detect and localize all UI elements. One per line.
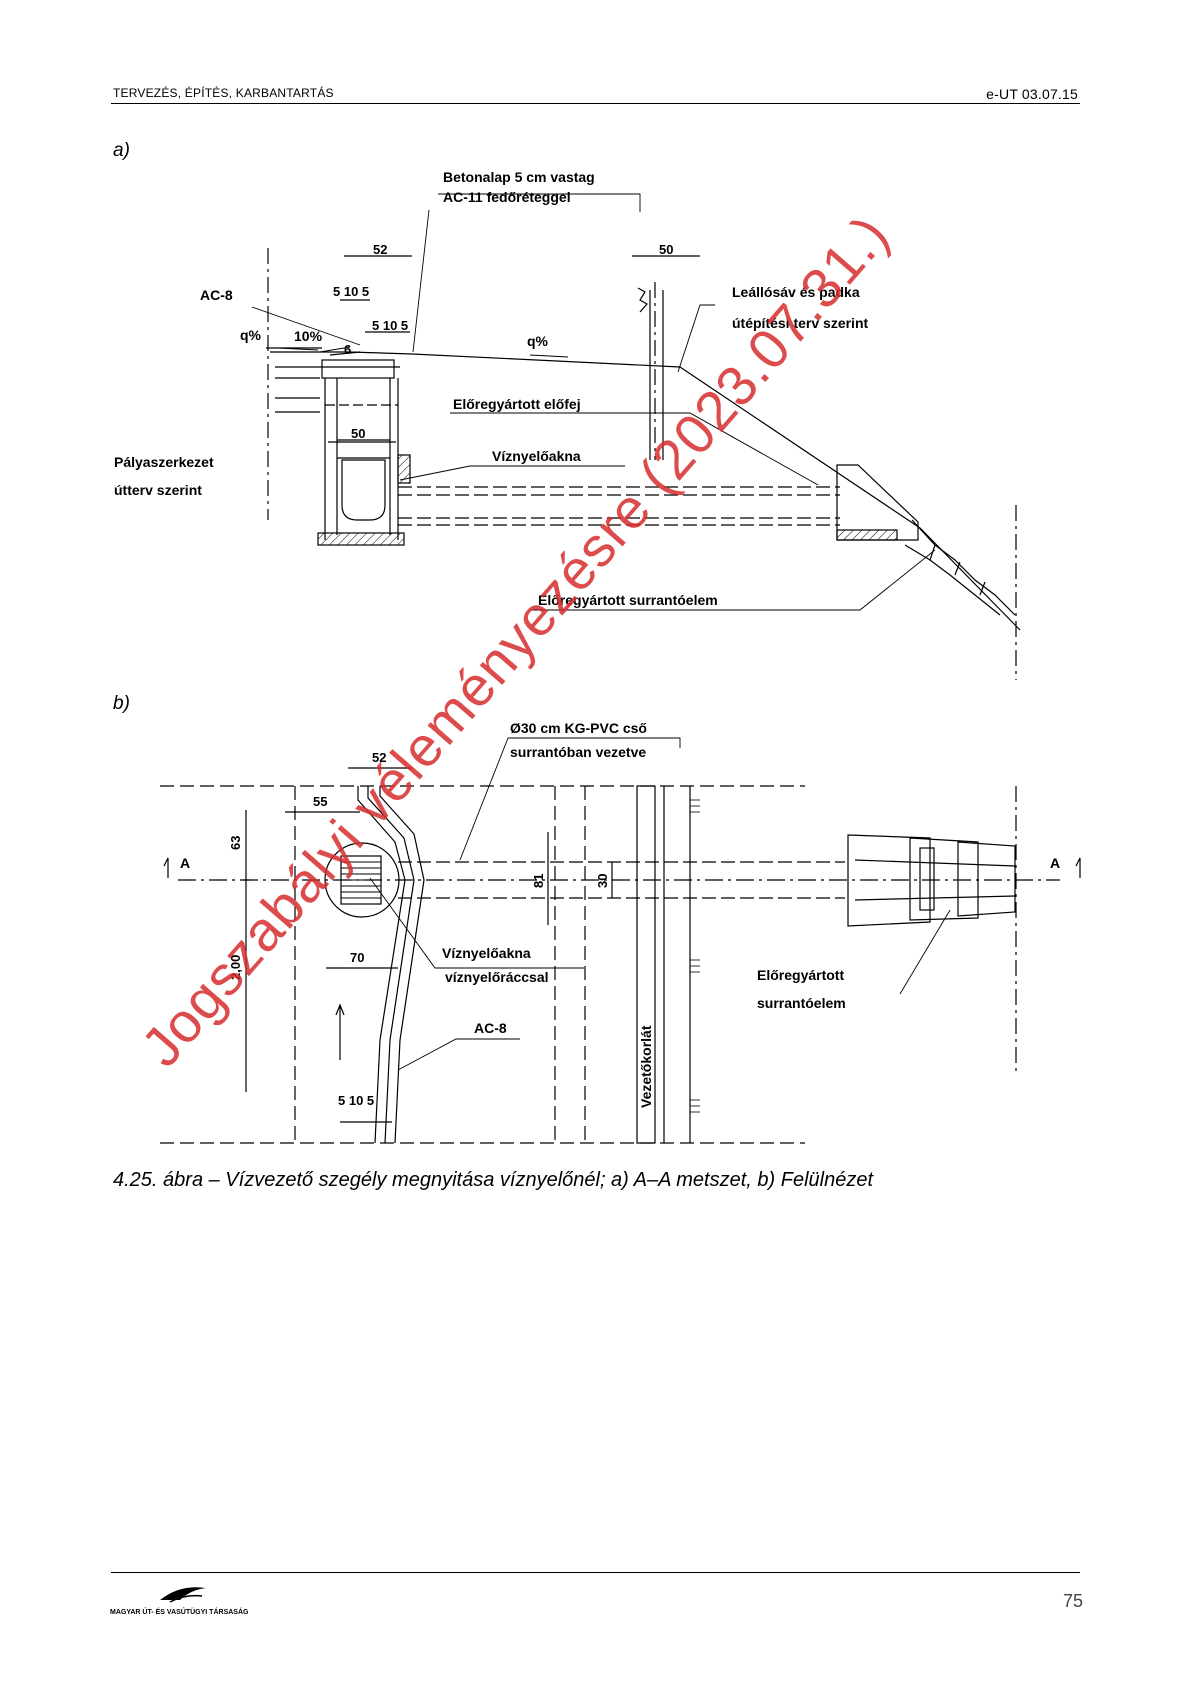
- figure-a-section: [251, 193, 1021, 680]
- chamber-base: [317, 532, 405, 546]
- logo-text: MAGYAR ÚT- ÉS VASÚTÜGYI TÁRSASÁG: [110, 1607, 249, 1616]
- leader-ac8-b: [397, 1038, 520, 1071]
- label-vezetokorlat: Vezetőkorlát: [638, 1025, 654, 1108]
- figure-caption: 4.25. ábra – Vízvezető szegély megnyitás…: [113, 1169, 874, 1191]
- dim-50-shaft: 50: [351, 426, 365, 441]
- society-logo: MAGYAR ÚT- ÉS VASÚTÜGYI TÁRSASÁG: [110, 1587, 249, 1616]
- leader-akna: [399, 465, 625, 481]
- inlet-circle: [324, 842, 400, 918]
- label-surrantoelem-a: Előregyártott surrantóelem: [538, 592, 718, 608]
- chute-plan-2: [909, 837, 979, 921]
- figure-a-label: a): [113, 140, 130, 161]
- dim-30: 30: [595, 874, 610, 888]
- label-pipe-2: surrantóban vezetve: [510, 744, 646, 760]
- dim-81: 81: [531, 874, 546, 888]
- label-betonalap-1: Betonalap 5 cm vastag: [443, 169, 595, 185]
- figure-b-label: b): [113, 693, 130, 714]
- label-betonalap-2: AC-11 fedőréteggel: [443, 189, 571, 205]
- chute-outline: [911, 519, 1016, 616]
- leader-akna-b: [369, 877, 584, 969]
- label-section-a-right: A: [1050, 855, 1060, 871]
- chamber-trap: [341, 459, 386, 521]
- dim-5-10-5-plan: 5 10 5: [338, 1093, 374, 1108]
- label-palyaszerkezet-1: Pályaszerkezet: [114, 454, 214, 470]
- label-surranto-b-2: surrantóelem: [757, 995, 846, 1011]
- dim-52-a: 52: [373, 242, 387, 257]
- footer-rule: [111, 1572, 1080, 1573]
- prefab-head: [836, 464, 919, 541]
- dim-55: 55: [313, 794, 327, 809]
- label-leallosav-1: Leállósáv és padka: [732, 284, 860, 300]
- leader-elofej: [450, 412, 819, 486]
- dim-50-top: 50: [659, 242, 673, 257]
- label-pipe-1: Ø30 cm KG-PVC cső: [510, 720, 647, 736]
- leader-pipe: [459, 737, 509, 861]
- label-akna-2: víznyelőráccsal: [445, 969, 549, 985]
- road-surface-line: [270, 351, 1021, 631]
- header-rule: [111, 103, 1080, 104]
- label-slope-10: 10%: [294, 328, 323, 344]
- label-ac8-b: AC-8: [474, 1020, 507, 1036]
- label-akna-1: Víznyelőakna: [442, 945, 531, 961]
- header-title: TERVEZÉS, ÉPÍTÉS, KARBANTARTÁS: [113, 86, 334, 100]
- label-viznyeloakna-a: Víznyelőakna: [492, 448, 581, 464]
- dim-63: 63: [228, 836, 243, 850]
- curb-line-1: [357, 786, 406, 1144]
- label-q-right: q%: [527, 333, 549, 349]
- label-ac8-a: AC-8: [200, 287, 233, 303]
- inlet-head: [321, 359, 395, 379]
- page-number: 75: [1062, 1591, 1083, 1611]
- label-q-left: q%: [240, 327, 262, 343]
- guardrail-plan: [636, 785, 656, 1144]
- dim-5-10-5-a: 5 10 5: [333, 284, 369, 299]
- dim-52-b: 52: [372, 750, 386, 765]
- dim-70: 70: [350, 950, 364, 965]
- leader-surranto-b: [899, 909, 951, 995]
- label-elofej: Előregyártott előfej: [453, 396, 581, 412]
- leader-surranto: [532, 549, 936, 611]
- figure-b-plan: [160, 737, 1081, 1144]
- slope-arrows-a: [277, 346, 569, 358]
- label-leallosav-2: útépítési terv szerint: [732, 315, 868, 331]
- dim-5-10-5-b: 5 10 5: [372, 318, 408, 333]
- dim-2-00: 2,00: [228, 955, 243, 980]
- leader-leallosav: [677, 304, 715, 373]
- label-palyaszerkezet-2: útterv szerint: [114, 482, 202, 498]
- label-section-a-left: A: [180, 855, 190, 871]
- header-document-code: e-UT 03.07.15: [986, 86, 1078, 102]
- leader-ac8: [251, 306, 361, 346]
- chute-plan-3: [957, 841, 1016, 917]
- chute-plan-1: [847, 834, 931, 927]
- leader-betonalap: [412, 209, 430, 353]
- label-surranto-b-1: Előregyártott: [757, 967, 844, 983]
- dim-6: 6: [344, 342, 351, 357]
